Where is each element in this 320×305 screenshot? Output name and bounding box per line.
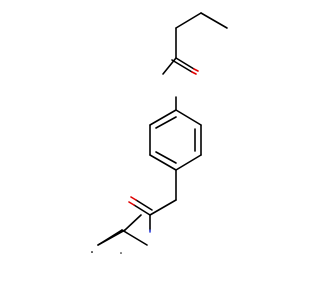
bond-imid-1 [121,229,148,246]
molecule-structure [91,12,228,254]
bond-c1-c2 [200,12,228,29]
bond-c4-n-top [162,57,177,75]
bond-ring-6 [149,109,177,126]
bond-carbonyl-top-d [191,71,197,75]
bond-nh-ch2a [124,214,142,231]
bond-carbonyl-mid-c [135,199,153,211]
bond-ring-1 [175,109,202,126]
bond-carbonyl-mid-d [130,196,137,201]
bond-ch2-carbonyl [149,199,177,216]
molecule-canvas [91,12,228,254]
bond-ring-4 [149,154,177,171]
bond-ring-3 [175,154,202,171]
bond-carbonyl-mid-b [128,201,135,206]
bond-carbonyl-top-b [193,68,199,72]
bond-c2-c3 [175,12,202,29]
bond-ring-inner-2 [155,151,177,164]
bond-carbonyl-top-c [171,59,193,73]
bond-ch2b-ringn [97,229,123,246]
bond-ring-inner-3 [155,116,177,129]
bond-carbonyl-mid-a [133,204,151,216]
bond-carbonyl-top-a [175,57,195,70]
